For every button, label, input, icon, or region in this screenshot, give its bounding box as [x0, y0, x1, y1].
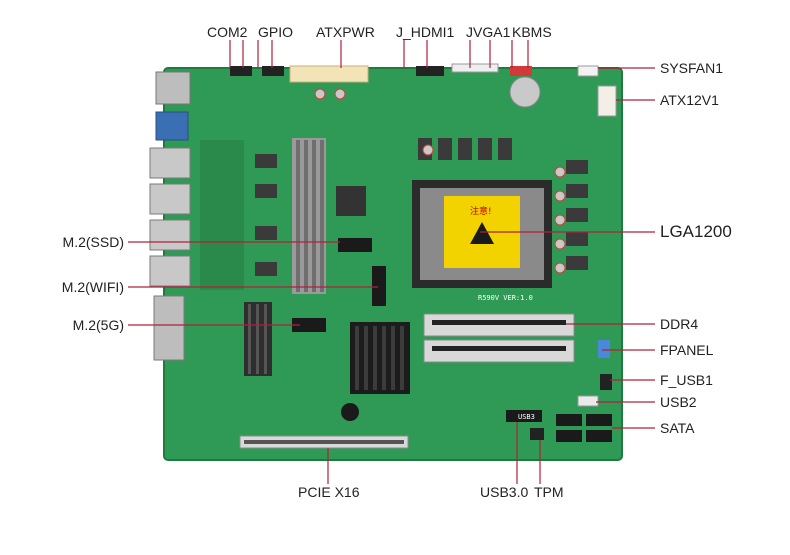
label-tpm: TPM [534, 484, 564, 500]
label-m2-5g: M.2(5G) [72, 317, 124, 333]
tpm-header [530, 428, 544, 440]
label-j-hdmi1: J_HDMI1 [396, 24, 455, 40]
label-jvga1: JVGA1 [466, 24, 511, 40]
pch-heatsink [350, 322, 410, 394]
pcie-x16-slot [239, 435, 409, 449]
label-fpanel: FPANEL [660, 342, 714, 358]
label-atxpwr: ATXPWR [316, 24, 375, 40]
sata-ports [556, 414, 612, 442]
small-heatsink [244, 302, 272, 376]
m2-5g-slot [292, 318, 326, 332]
com2-header [230, 66, 252, 76]
label-com2: COM2 [207, 24, 248, 40]
label-ddr4: DDR4 [660, 316, 699, 332]
usb2-header [577, 395, 599, 407]
leader-lines [128, 40, 655, 484]
m2-wifi-slot [372, 266, 386, 306]
label-lga1200: LGA1200 [660, 222, 732, 241]
vertical-heatsink [292, 138, 326, 294]
label-usb2: USB2 [660, 394, 697, 410]
label-pcie-x16: PCIE X16 [298, 484, 360, 500]
cmos-battery [509, 76, 541, 108]
label-f-usb1: F_USB1 [660, 372, 713, 388]
rear-io [149, 71, 191, 361]
atxpwr-connector [289, 65, 369, 83]
kbms-header [510, 66, 532, 76]
usb3-header [506, 410, 542, 422]
vrm-caps [314, 88, 566, 274]
label-sysfan1: SYSFAN1 [660, 60, 724, 76]
label-sata: SATA [660, 420, 695, 436]
hdmi-header [416, 66, 444, 76]
fusb1-header [600, 374, 612, 390]
label-m2-wifi: M.2(WIFI) [61, 279, 124, 295]
m2-ssd-slot [338, 238, 372, 252]
usb3-marking: USB3 [518, 413, 535, 421]
label-m2-ssd: M.2(SSD) [62, 234, 124, 250]
label-atx12v1: ATX12V1 [660, 92, 719, 108]
label-gpio: GPIO [258, 24, 294, 40]
gpio-header [262, 66, 284, 76]
lan-components [200, 140, 277, 290]
label-usb30: USB3.0 [480, 484, 529, 500]
buzzer [341, 403, 359, 421]
cpu-sticker-text: 注意! [470, 205, 492, 217]
vga-header [451, 63, 499, 73]
silkscreen-label: R590V VER:1.0 [478, 294, 533, 302]
super-io-chip [336, 186, 366, 216]
fpanel-header [598, 340, 610, 358]
ddr4-slots [423, 313, 575, 363]
vrm-chokes [418, 138, 588, 270]
atx12v-connector [597, 85, 617, 117]
cpu-socket: 注意! [412, 180, 552, 288]
sysfan-header [577, 65, 599, 77]
label-kbms: KBMS [512, 24, 552, 40]
